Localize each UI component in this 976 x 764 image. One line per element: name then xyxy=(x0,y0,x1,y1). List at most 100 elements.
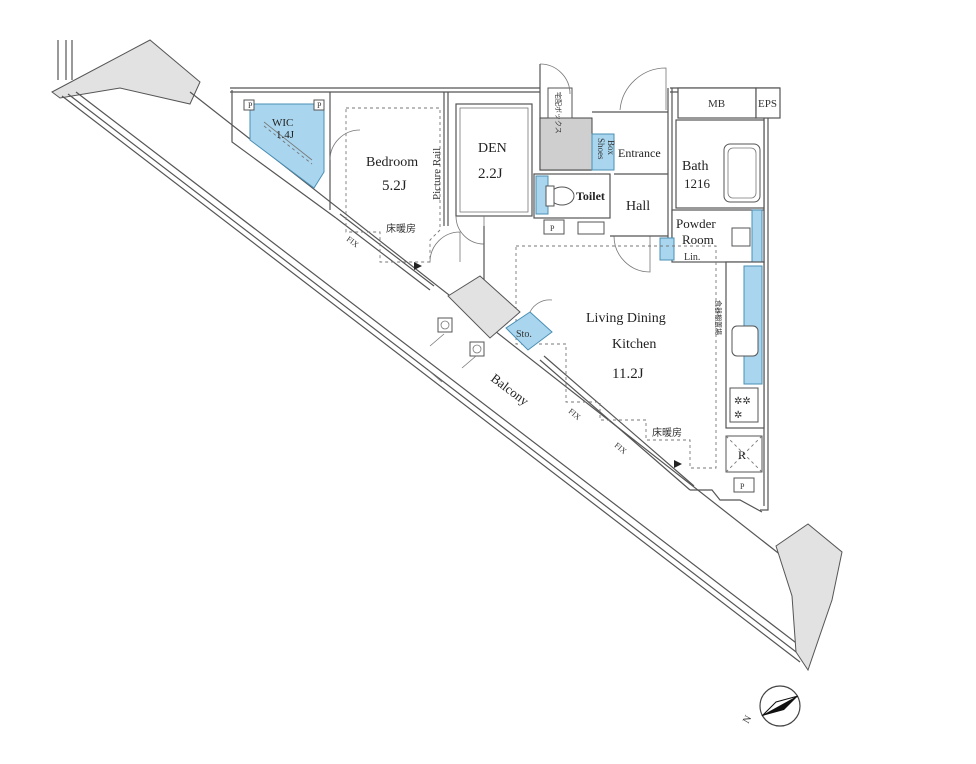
wic-hanger-rail xyxy=(263,121,313,161)
balcony-label: Balcony xyxy=(488,370,532,408)
bedroom-window-wall-2 xyxy=(339,213,435,287)
compass-needle-tail-icon xyxy=(761,695,799,717)
kitchen-sink xyxy=(731,325,759,357)
storage-area: Sto. xyxy=(447,275,553,351)
wic-size: 1.4J xyxy=(276,129,295,141)
delivery-box-label: 宅配ボックス xyxy=(554,92,563,134)
entry-area: 宅配ボックス xyxy=(539,63,667,171)
den-door-swing xyxy=(455,215,485,245)
arrow-marker xyxy=(674,460,682,468)
linen-cabinet xyxy=(659,237,675,261)
bath-label: Bath xyxy=(682,159,708,174)
right-wall xyxy=(760,92,769,511)
picture-rail-label: Picture Rail xyxy=(431,148,443,200)
wic-door-swing xyxy=(329,129,361,161)
bathtub xyxy=(723,143,761,203)
washing-machine xyxy=(731,227,751,247)
ac-pipe xyxy=(461,355,477,369)
arrow-marker xyxy=(414,262,422,270)
powder-label-2: Room xyxy=(682,232,714,247)
ldk-door-swing xyxy=(613,235,651,273)
wall-column-bottom-right xyxy=(775,523,843,672)
bath-room: Bath 1216 xyxy=(675,119,765,209)
balcony-structure xyxy=(51,39,843,672)
floor-heating-label: 床暖房 xyxy=(386,222,416,235)
bath-size: 1216 xyxy=(684,176,711,191)
linen-label: Lin. xyxy=(684,252,700,263)
pipe-label: P xyxy=(317,101,322,110)
counter-storage xyxy=(743,265,763,385)
ac-pipe xyxy=(429,333,445,347)
bedroom-window-wall xyxy=(335,217,431,291)
ac-unit xyxy=(469,341,485,357)
ac-unit-fan xyxy=(472,344,482,354)
shoes-box-label-2: Box xyxy=(606,140,616,156)
eps-label: EPS xyxy=(758,98,777,110)
wic-label: WIC xyxy=(272,117,293,129)
pipe-space xyxy=(733,477,755,493)
shoes-box-label-1: Shoes xyxy=(596,138,606,160)
balcony-rail-outer-3 xyxy=(75,91,809,653)
floor-heating-label: 床暖房 xyxy=(652,426,682,439)
front-door-swing-small xyxy=(539,63,571,95)
entrance-label: Entrance xyxy=(618,146,661,160)
apartment-walls xyxy=(230,87,780,513)
den-label: DEN xyxy=(478,141,507,156)
wic-fill xyxy=(249,103,325,189)
bedroom-label: Bedroom xyxy=(366,155,418,170)
den-inner xyxy=(459,107,529,213)
burner-icon: ✲✲ xyxy=(734,396,751,407)
structural-column xyxy=(447,275,521,339)
ldk-corner-wall xyxy=(690,489,763,513)
kitchen-counter: ✲✲ ✲ 食器棚置場 R P xyxy=(714,261,765,493)
powder-shelf xyxy=(751,209,763,263)
ldk-window-wall xyxy=(539,359,691,491)
storage-label: Sto. xyxy=(516,329,532,340)
ac-unit xyxy=(437,317,453,333)
hall-area: Hall xyxy=(610,199,668,273)
ldk-size: 11.2J xyxy=(612,366,644,382)
toilet-label: Toilet xyxy=(576,189,605,203)
fix-window-label: FIX xyxy=(345,234,361,249)
pipe-label: P xyxy=(248,101,253,110)
ldk-label-1: Living Dining xyxy=(586,311,666,326)
fix-window-label: FIX xyxy=(613,441,629,456)
pipe-label: P xyxy=(550,224,555,233)
storage-door-swing xyxy=(529,299,553,313)
burner-icon: ✲ xyxy=(734,410,742,421)
ldk-floor-heating-outline xyxy=(515,245,717,469)
hall-label: Hall xyxy=(626,199,650,214)
wic-hanger-dash xyxy=(263,125,313,165)
bedroom-size: 5.2J xyxy=(382,178,407,194)
delivery-box xyxy=(547,87,573,119)
fridge-label: R xyxy=(738,448,746,462)
shoes-box xyxy=(591,133,615,171)
bedroom-door-swing xyxy=(429,231,461,263)
powder-room: Powder Room Lin. xyxy=(659,209,765,263)
cooktop xyxy=(729,387,759,423)
pipe-space xyxy=(313,99,325,111)
entrance-area: Shoes Box Entrance xyxy=(591,88,673,238)
pipe-space xyxy=(543,219,565,235)
ac-unit-fan xyxy=(440,320,450,330)
balcony-rail-outer xyxy=(61,95,801,663)
bathtub-inner xyxy=(727,147,757,199)
pipe-space xyxy=(243,99,255,111)
utility-shafts: MB EPS xyxy=(677,87,781,119)
entry-floor xyxy=(539,117,593,171)
eps-shaft xyxy=(755,87,781,119)
fix-window-label: FIX xyxy=(567,407,583,422)
ldk-label-2: Kitchen xyxy=(612,337,656,352)
den-room: DEN 2.2J xyxy=(455,103,533,245)
ldk-window-wall-2 xyxy=(543,355,695,487)
balcony-rail-outer-2 xyxy=(67,93,805,659)
compass-north-label: N xyxy=(741,714,754,726)
toilet-tank xyxy=(545,185,555,207)
pipe-label: P xyxy=(740,482,745,491)
wall-column-top-left xyxy=(51,39,201,105)
toilet-room: Toilet P xyxy=(533,173,611,235)
den-outline xyxy=(455,103,533,217)
left-wall xyxy=(231,90,337,219)
kitchen-note: 食器棚置場 xyxy=(714,300,723,335)
